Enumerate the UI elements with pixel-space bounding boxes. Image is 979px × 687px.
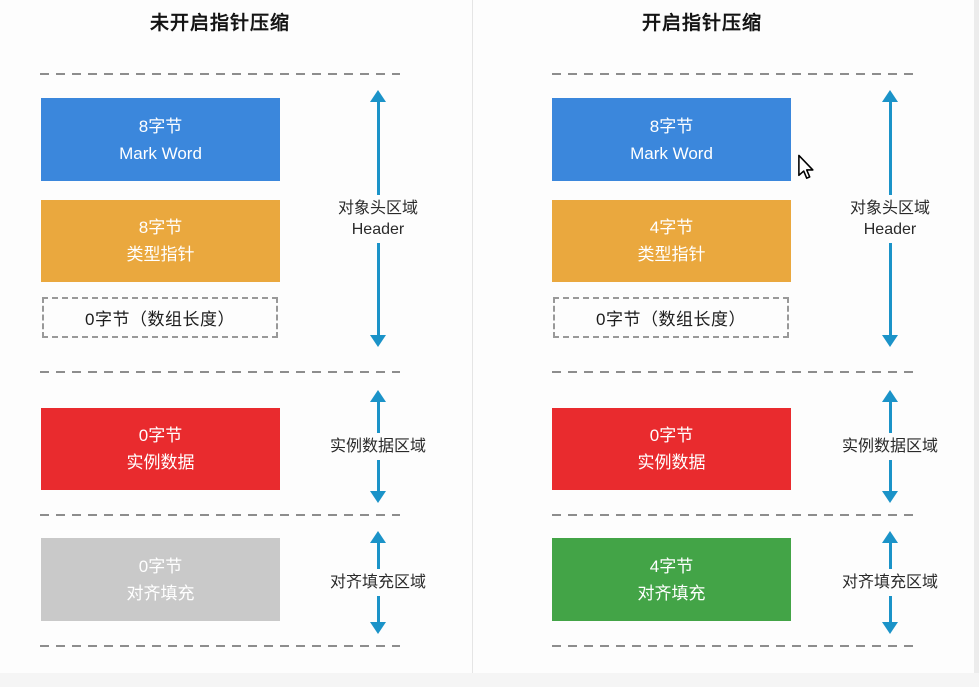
box-name-label: Mark Word: [119, 143, 202, 163]
box-name-label: Mark Word: [630, 143, 713, 163]
region-label: 对齐填充区域: [329, 574, 426, 591]
box-size-label: 0字节: [138, 426, 183, 445]
dashed-separator-line: [552, 514, 917, 516]
box-size-label: 0字节: [138, 556, 183, 576]
column-divider: [472, 0, 473, 687]
arrow-up-icon: [370, 531, 386, 543]
arrow-up-segment: [370, 90, 386, 195]
box-size-label: 4字节: [649, 556, 694, 576]
region-annotation-header: 对象头区域 Header: [832, 90, 948, 347]
arrow-up-segment: [882, 390, 898, 433]
dashed-separator-line: [40, 645, 400, 647]
region-annotation-header: 对象头区域 Header: [320, 90, 436, 347]
dashed-separator-line: [552, 371, 917, 373]
region-annotation-padding: 对齐填充区域: [832, 531, 948, 634]
arrow-up-icon: [882, 390, 898, 402]
arrow-down-segment: [882, 596, 898, 634]
arrow-up-segment: [882, 90, 898, 195]
arrow-up-segment: [370, 531, 386, 569]
box-mark-word: 8字节 Mark Word: [552, 98, 791, 181]
box-name-label: 类型指针: [126, 245, 195, 264]
region-annotation-instance-data: 实例数据区域: [832, 390, 948, 503]
box-array-length: 0字节（数组长度）: [42, 297, 278, 338]
box-size-label: 8字节: [649, 116, 694, 136]
box-instance-data: 0字节 实例数据: [552, 408, 791, 490]
box-klass-pointer: 4字节 类型指针: [552, 200, 791, 282]
box-text: 0字节（数组长度）: [596, 310, 746, 329]
box-array-length: 0字节（数组长度）: [553, 297, 789, 338]
dashed-separator-line: [552, 645, 917, 647]
arrow-up-icon: [370, 90, 386, 102]
box-name-label: 对齐填充: [637, 583, 706, 603]
arrow-down-segment: [882, 242, 898, 347]
box-klass-pointer: 8字节 类型指针: [41, 200, 280, 282]
arrow-down-icon: [882, 491, 898, 503]
column-title-uncompressed: 未开启指针压缩: [149, 13, 290, 34]
box-padding: 0字节 对齐填充: [41, 538, 280, 621]
box-size-label: 8字节: [138, 218, 183, 237]
box-name-label: 实例数据: [637, 453, 706, 472]
arrow-down-segment: [370, 460, 386, 503]
region-label: 对象头区域 Header: [337, 199, 418, 238]
arrow-down-icon: [370, 491, 386, 503]
arrow-down-icon: [882, 335, 898, 347]
column-title-compressed: 开启指针压缩: [641, 13, 762, 34]
box-size-label: 8字节: [138, 116, 183, 136]
arrow-up-icon: [370, 390, 386, 402]
arrow-down-icon: [370, 622, 386, 634]
arrow-down-icon: [882, 622, 898, 634]
box-name-label: 实例数据: [126, 453, 195, 472]
box-name-label: 对齐填充: [126, 583, 195, 603]
box-name-label: 类型指针: [637, 245, 706, 264]
region-annotation-instance-data: 实例数据区域: [320, 390, 436, 503]
box-padding: 4字节 对齐填充: [552, 538, 791, 621]
box-size-label: 0字节: [649, 426, 694, 445]
dashed-separator-line: [40, 371, 400, 373]
box-mark-word: 8字节 Mark Word: [41, 98, 280, 181]
arrow-down-icon: [370, 335, 386, 347]
arrow-pointer-icon: [798, 154, 814, 179]
box-size-label: 4字节: [649, 218, 694, 237]
arrow-down-segment: [370, 596, 386, 634]
box-instance-data: 0字节 实例数据: [41, 408, 280, 490]
arrow-up-segment: [882, 531, 898, 569]
arrow-down-segment: [882, 460, 898, 503]
arrow-down-segment: [370, 242, 386, 347]
arrow-up-icon: [882, 531, 898, 543]
right-edge-tint: [974, 0, 979, 687]
bottom-edge-tint: [0, 673, 979, 687]
region-label: 实例数据区域: [841, 438, 938, 455]
arrow-up-segment: [370, 390, 386, 433]
arrow-up-icon: [882, 90, 898, 102]
dashed-separator-line: [40, 514, 400, 516]
dashed-separator-line: [552, 73, 917, 75]
box-text: 0字节（数组长度）: [85, 310, 235, 329]
dashed-separator-line: [40, 73, 400, 75]
region-label: 实例数据区域: [329, 438, 426, 455]
region-annotation-padding: 对齐填充区域: [320, 531, 436, 634]
region-label: 对齐填充区域: [841, 574, 938, 591]
region-label: 对象头区域 Header: [849, 199, 930, 238]
